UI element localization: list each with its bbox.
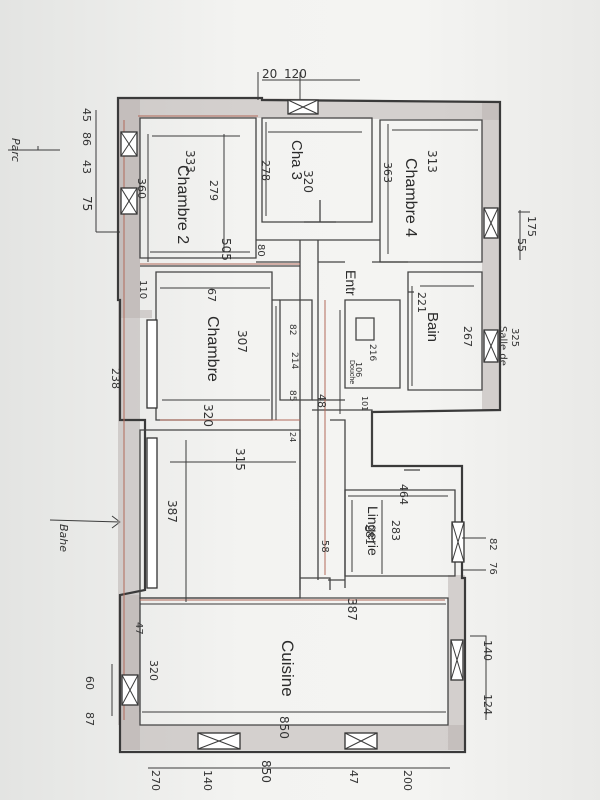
dim-82: 82	[287, 324, 297, 335]
dim-60: 60	[83, 676, 96, 690]
doors	[300, 200, 420, 590]
dim-221: 221	[415, 292, 428, 313]
side-label-salle: Salle de	[497, 326, 508, 366]
dim-387b: 387	[345, 598, 359, 621]
dim-238: 238	[109, 368, 122, 389]
dim-214: 214	[289, 352, 299, 369]
dim-360: 360	[135, 178, 148, 199]
room-label-chambre: Chambre	[204, 316, 221, 382]
dim-120: 120	[284, 67, 307, 81]
dim-80: 80	[255, 244, 266, 257]
construction-lines	[123, 115, 445, 720]
dim-48: 48	[315, 394, 328, 408]
dim-270: 270	[149, 770, 162, 791]
dim-87: 87	[83, 712, 96, 726]
room-label-bain: Bain	[424, 312, 441, 342]
dim-307: 307	[235, 330, 249, 353]
dim-315: 315	[233, 448, 247, 471]
dim-20: 20	[262, 67, 277, 81]
dim-216: 216	[367, 344, 377, 361]
room-label-lingerie: Lingerie	[365, 506, 381, 556]
room-label-cuisine: Cuisine	[278, 640, 297, 697]
dim-43: 43	[80, 160, 93, 174]
dim-325: 325	[509, 328, 520, 347]
dim-505: 505	[219, 238, 233, 261]
windows	[120, 99, 499, 750]
room-label-entree: Entr	[343, 270, 359, 296]
dim-58: 58	[319, 540, 330, 553]
dim-363: 363	[381, 162, 394, 183]
dim-124: 124	[481, 694, 494, 715]
dim-82b: 82	[487, 538, 498, 551]
dim-387a: 387	[165, 500, 179, 523]
room-label-chambre4: Chambre 4	[402, 158, 419, 237]
dim-24: 24	[288, 432, 297, 442]
room-label-cha3: Cha 3	[288, 140, 305, 180]
dim-320b: 320	[201, 404, 215, 427]
dim-313: 313	[425, 150, 439, 173]
dim-85: 85	[287, 390, 297, 401]
dim-320c: 320	[147, 660, 160, 681]
dim-850b: 850	[259, 760, 273, 783]
dim-45: 45	[80, 108, 93, 122]
dim-86: 86	[80, 132, 93, 146]
dim-47b: 47	[347, 770, 360, 784]
room-label-chambre2: Chambre 2	[174, 165, 191, 244]
dim-75: 75	[80, 196, 94, 211]
dimension-labels: 20 120 45 86 43 75 333 360 279 505 80 32…	[80, 67, 538, 791]
dim-278: 278	[259, 160, 272, 181]
parc-arrow	[8, 146, 60, 151]
dim-140b: 140	[201, 770, 214, 791]
dim-283: 283	[389, 520, 402, 541]
dim-464: 464	[397, 484, 410, 505]
side-label-bahe: Bahe	[57, 524, 70, 552]
dim-200: 200	[401, 770, 414, 791]
dim-110: 110	[137, 280, 148, 299]
dim-76: 76	[487, 562, 498, 575]
room-label-douche: Douche	[348, 360, 355, 384]
dim-850a: 850	[277, 716, 291, 739]
side-label-parc: Parc	[9, 138, 22, 162]
dim-320a: 320	[301, 170, 315, 193]
dim-106: 106	[354, 362, 363, 377]
dim-67: 67	[205, 288, 218, 302]
dim-281: 281	[363, 524, 376, 545]
dim-47a: 47	[133, 622, 144, 635]
dimension-lines	[95, 72, 530, 769]
dim-175: 175	[525, 216, 538, 237]
dim-140: 140	[481, 640, 494, 661]
dim-279: 279	[207, 180, 220, 201]
dim-267: 267	[461, 326, 474, 347]
dim-333: 333	[183, 150, 197, 173]
dim-101: 101	[360, 396, 369, 411]
dim-55: 55	[515, 238, 528, 252]
